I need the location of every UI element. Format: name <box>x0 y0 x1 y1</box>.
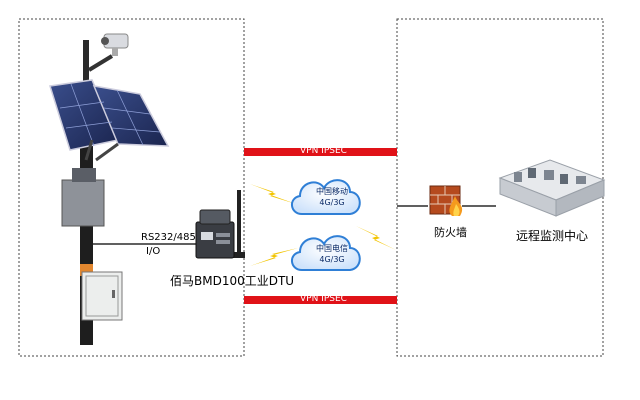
monitor-center-label: 远程监测中心 <box>516 229 589 243</box>
cloud-mobile-network: 4G/3G <box>319 198 345 207</box>
interface-label: RS232/485 <box>141 232 196 243</box>
dtu-device-icon <box>195 190 245 259</box>
cloud-telecom-network: 4G/3G <box>319 255 345 264</box>
signal-bolt-icon-3 <box>356 226 396 250</box>
cloud-telecom-name: 中国电信 <box>316 244 348 253</box>
solar-panel-icon <box>49 79 170 162</box>
cabinet-icon <box>81 271 123 321</box>
vpn-top-label: VPN IPSEC <box>300 146 347 156</box>
left-site-frame <box>18 18 245 357</box>
camera-icon <box>101 33 129 56</box>
monitoring-center-icon <box>498 159 606 217</box>
vpn-tunnel-bottom <box>244 296 397 304</box>
control-box <box>61 179 105 227</box>
signal-bolt-icon-2 <box>250 248 298 266</box>
vpn-bottom-label: VPN IPSEC <box>300 294 347 304</box>
cloud-mobile-icon <box>291 179 361 215</box>
cloud-telecom-icon <box>291 235 361 271</box>
firewall-label: 防火墙 <box>434 226 467 239</box>
monitoring-pole <box>49 33 170 345</box>
signal-bolt-icon-1 <box>250 184 296 204</box>
right-site-frame <box>396 18 604 357</box>
io-label: I/O <box>146 246 161 257</box>
vpn-tunnel-top <box>244 148 397 156</box>
cloud-mobile-name: 中国移动 <box>316 187 348 196</box>
firewall-icon <box>429 185 463 216</box>
dtu-name-label: 佰马BMD100工业DTU <box>170 274 295 288</box>
